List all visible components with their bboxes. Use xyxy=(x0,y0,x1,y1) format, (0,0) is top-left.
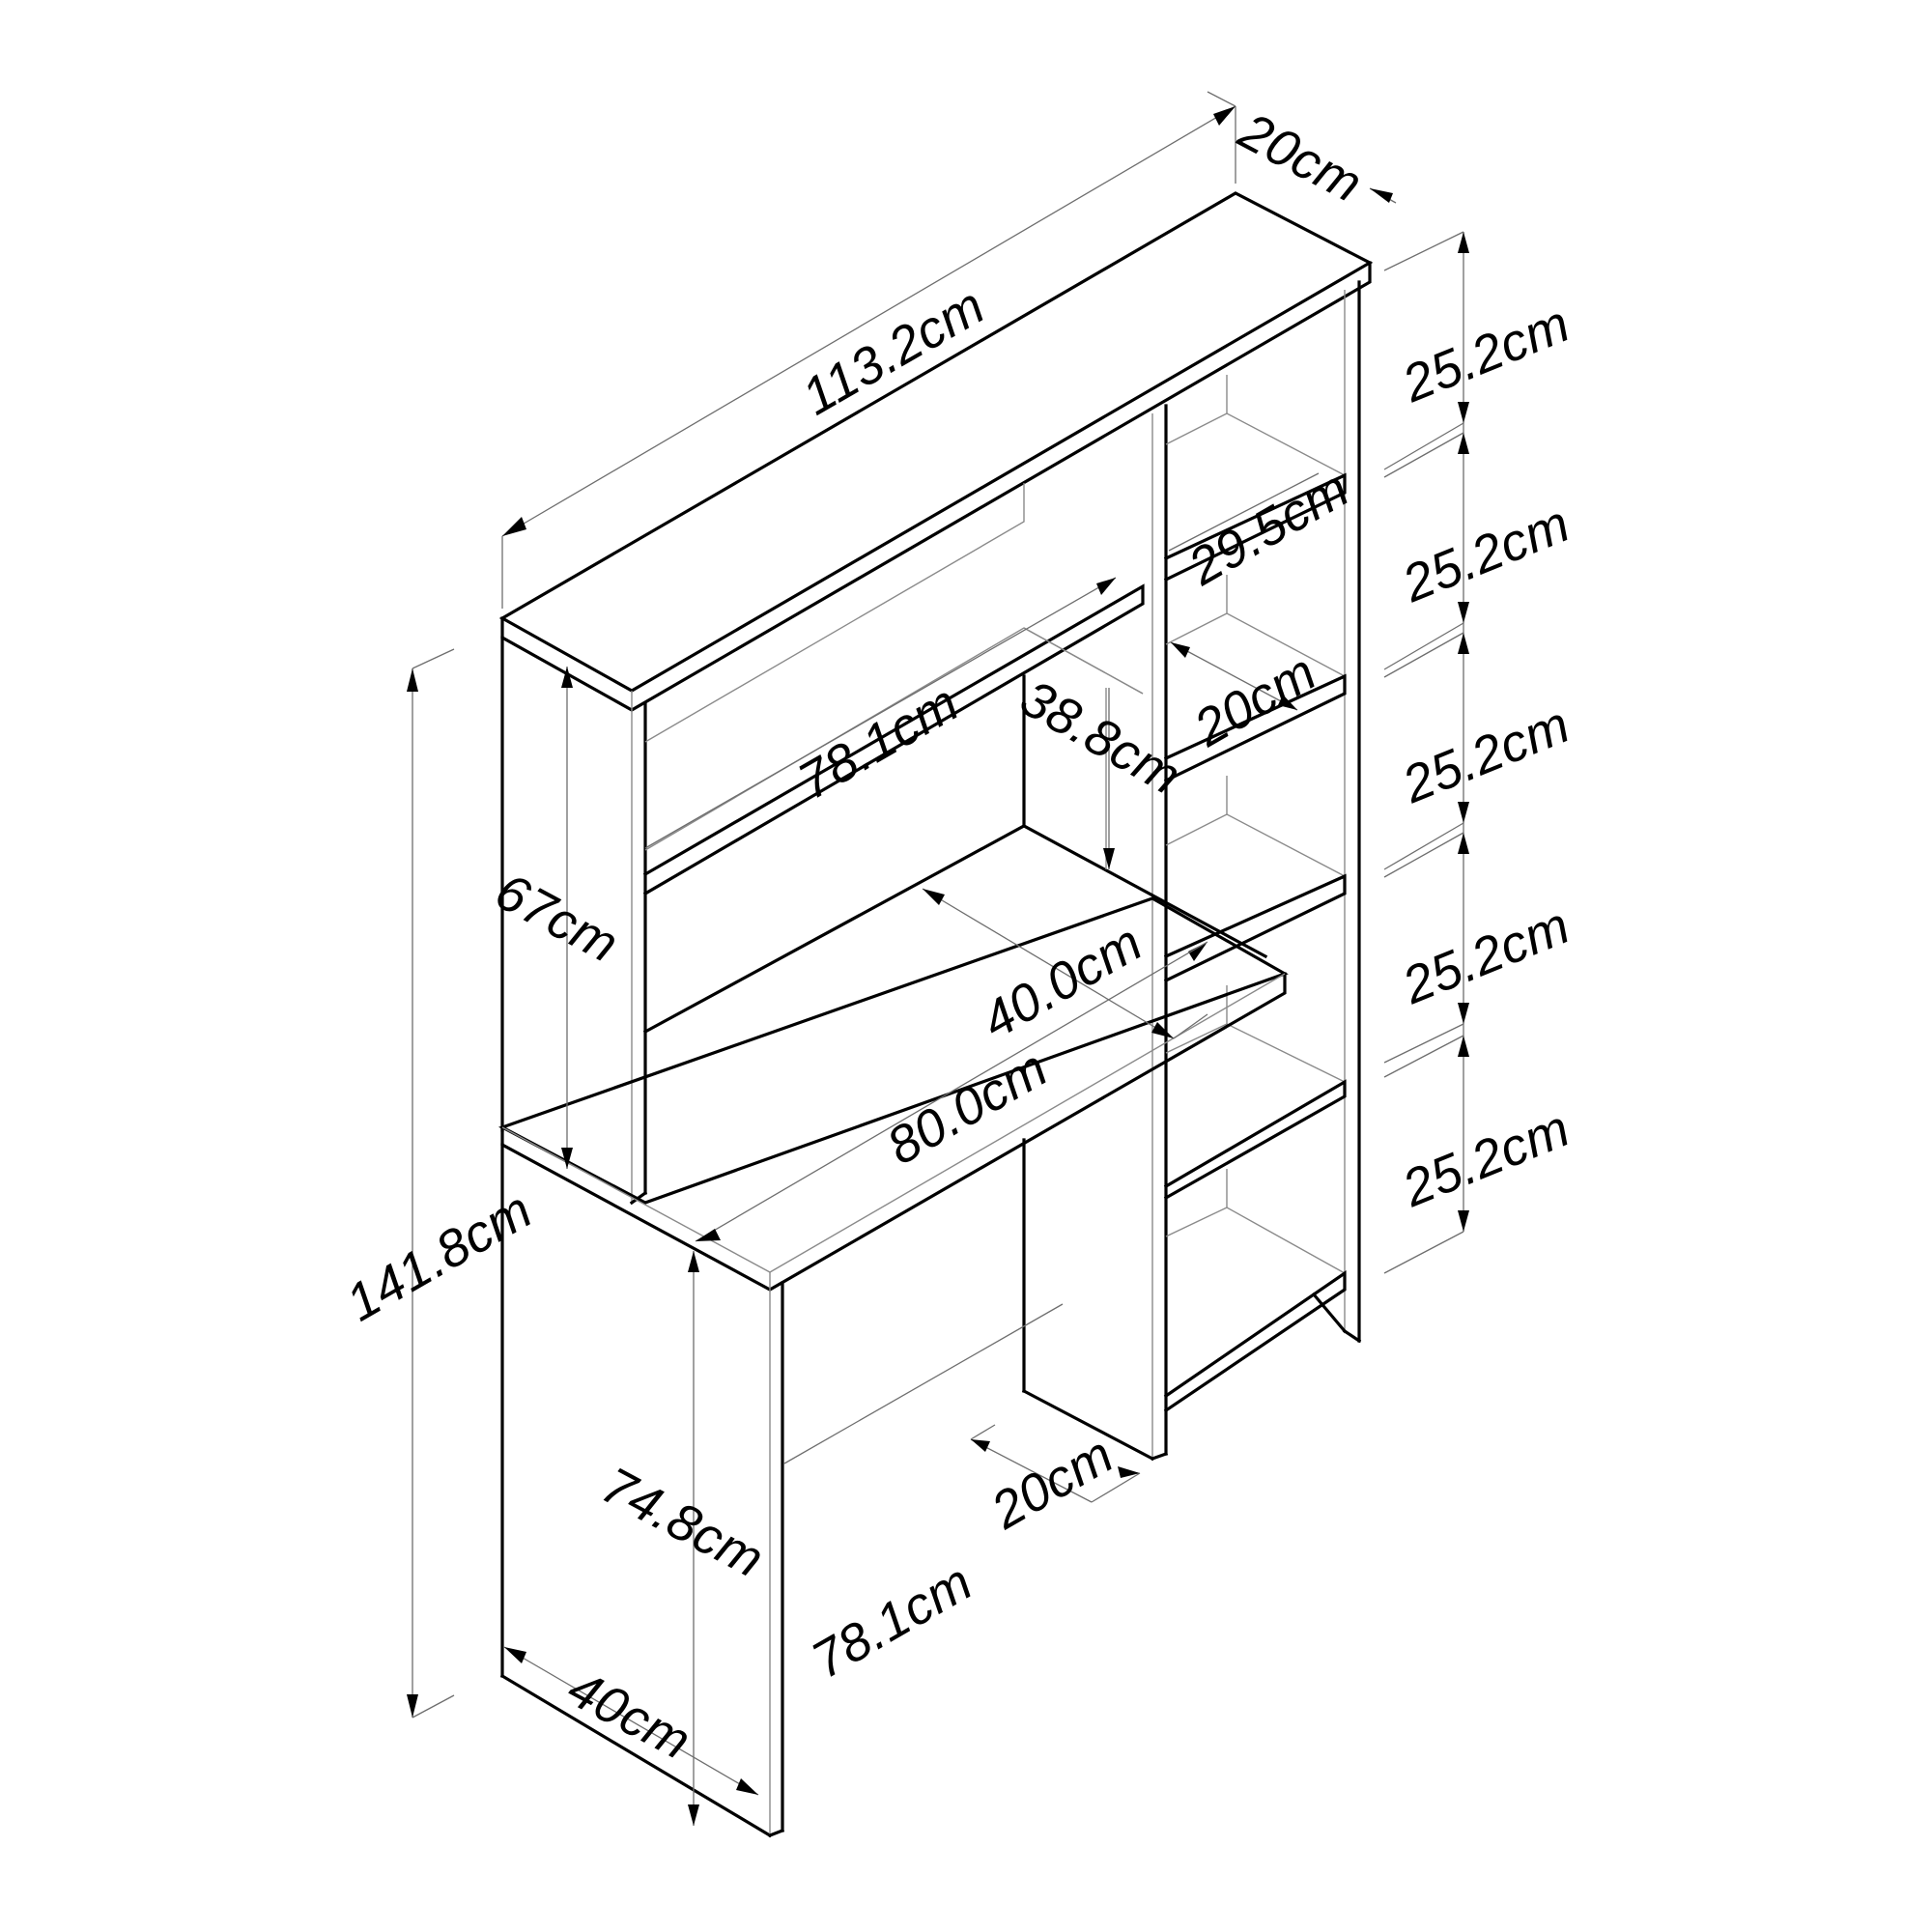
hutch-left-panel xyxy=(500,636,648,1206)
bookshelf-shelves xyxy=(1163,375,1347,1413)
dimension-lines xyxy=(407,91,1469,1826)
divider-panel xyxy=(1150,404,1169,1462)
bookshelf-side-panel xyxy=(1311,280,1362,1344)
top-slab xyxy=(498,191,1374,712)
rear-support-panel xyxy=(1021,1138,1155,1462)
left-leg-panel xyxy=(499,1143,785,1838)
